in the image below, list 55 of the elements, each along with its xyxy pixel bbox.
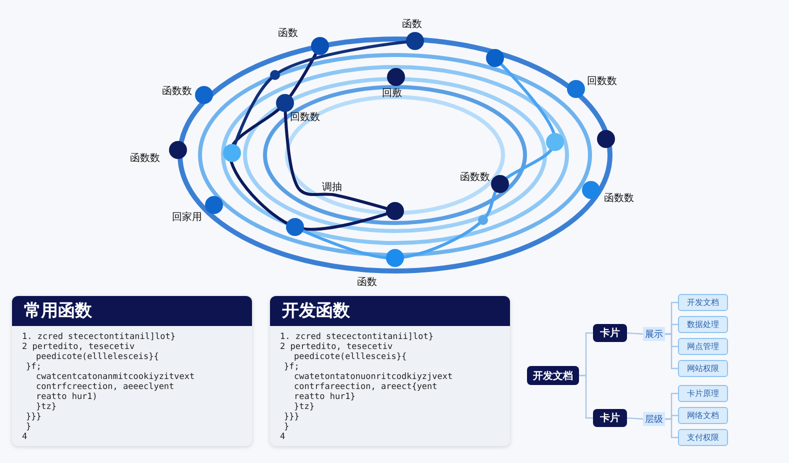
code-line: }}}	[283, 412, 300, 422]
node-label: 回数数	[587, 75, 617, 88]
code-line: }	[283, 422, 290, 432]
mindmap-node: 开发文档	[527, 366, 579, 385]
node-label: 回家用	[172, 210, 202, 224]
card-heading: 常用函数	[12, 296, 252, 326]
leaf-node: 数据处理	[678, 316, 728, 333]
code-line: 2 pertedito, tesecetiv	[279, 342, 393, 352]
code-line: contrfcreection, aeeeclyent	[35, 382, 174, 392]
leaf-node: 网点管理	[678, 338, 728, 355]
code-card	[12, 296, 252, 446]
leaf-node: 卡片原理	[678, 385, 728, 402]
connector-line	[665, 333, 678, 370]
node-label: 函数	[402, 18, 422, 31]
node-label: 函数数	[162, 85, 192, 98]
node-label: 函数数	[130, 152, 160, 165]
branch-tag: 展示	[643, 327, 665, 341]
leaf-node: 网站权限	[678, 360, 728, 377]
branch-tag: 层级	[643, 412, 665, 426]
code-line: }}}	[25, 412, 42, 422]
code-line: peedicote(elllesceis}{	[293, 352, 407, 362]
node-label: 回敷	[382, 87, 402, 100]
card-heading: 开发函数	[270, 296, 510, 326]
mindmap-node: 卡片	[593, 409, 627, 427]
code-line: 2 pertedito, tesecetiv	[21, 342, 135, 352]
code-line: }	[25, 422, 32, 432]
node-label: 函数数	[604, 192, 634, 205]
code-line: cwatcentcatonanmitcookiyzitvext	[35, 372, 195, 382]
node-label: 函数数	[460, 171, 490, 184]
code-line: contrfareection, areect{yent	[293, 382, 438, 392]
code-card	[270, 296, 510, 446]
code-line: reatto hur1)	[35, 392, 98, 402]
code-line: 4	[279, 432, 286, 442]
code-line: }f;	[25, 362, 42, 372]
code-line: cwatetontatonuonritcodkiyzjvext	[293, 372, 453, 382]
leaf-node: 开发文档	[678, 294, 728, 311]
code-line: 4	[21, 432, 28, 442]
connector-line	[626, 417, 644, 420]
leaf-node: 支付权限	[678, 429, 728, 446]
connector-line	[665, 418, 678, 438]
code-line: 1. zcred stecectontitanii]lot}	[279, 332, 434, 342]
connector-line	[579, 374, 593, 419]
code-line: }tz}	[35, 402, 56, 412]
node-label: 调抽	[322, 180, 342, 194]
node-label: 函数	[357, 276, 377, 289]
code-line: }tz}	[293, 402, 314, 412]
mindmap-node: 卡片	[593, 324, 627, 342]
connector-line	[626, 332, 644, 335]
node-label: 回数数	[290, 111, 320, 124]
code-line: reatto hur1}	[293, 392, 356, 402]
code-line: peedicote(elllelesceis}{	[35, 352, 159, 362]
code-line: }f;	[283, 362, 300, 372]
leaf-node: 网络文档	[678, 407, 728, 424]
node-label: 函数	[278, 27, 298, 40]
code-line: 1. zcred stecectontitanil]lot}	[21, 332, 176, 342]
